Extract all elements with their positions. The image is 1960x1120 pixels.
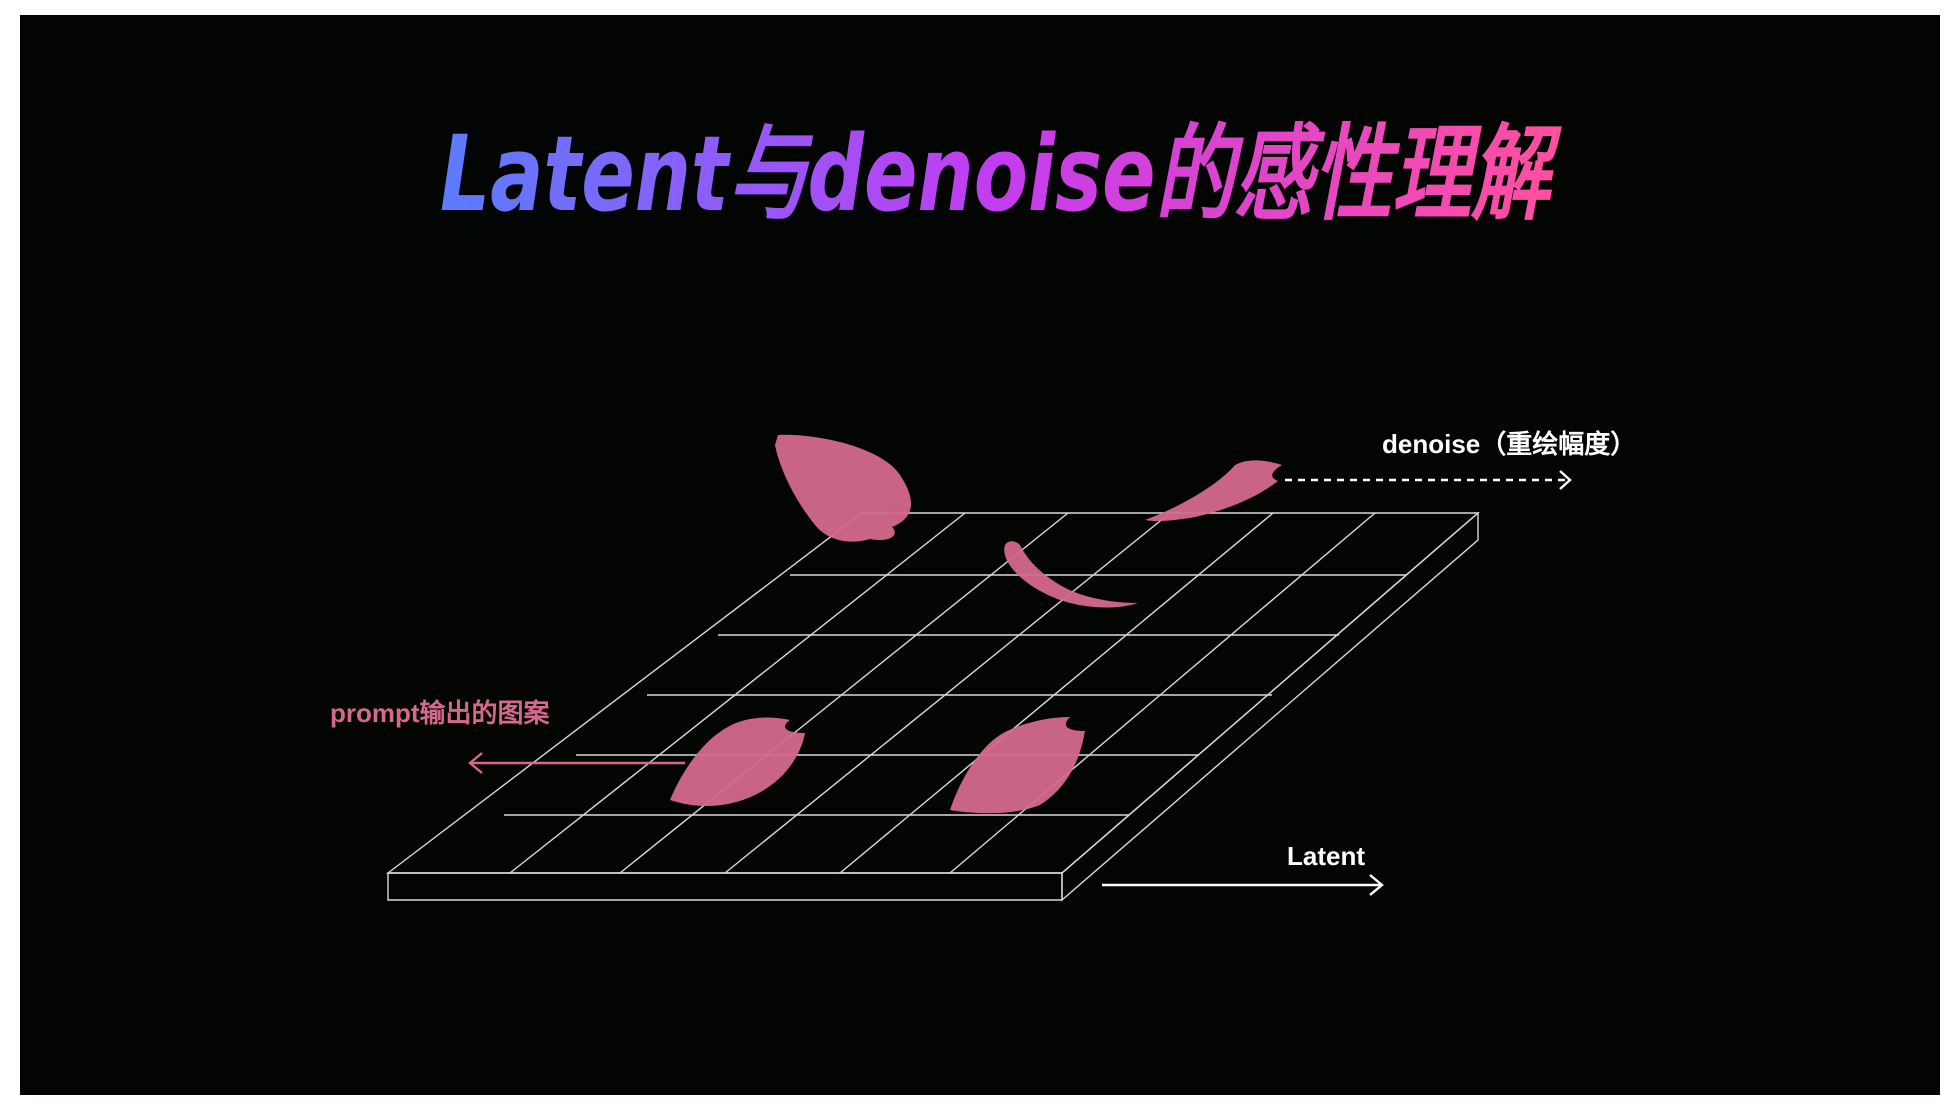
- denoise-label: denoise（重绘幅度）: [1382, 429, 1636, 459]
- page-title: Latent与denoise的感性理解: [440, 113, 1562, 235]
- slide-background: Latent与denoise的感性理解: [20, 15, 1940, 1095]
- latent-arrow: [1102, 874, 1384, 896]
- arrow-right-icon: [1369, 874, 1384, 896]
- grid-line: [724, 512, 1171, 874]
- grid-line: [949, 512, 1376, 874]
- petal-icon: [1145, 460, 1282, 522]
- latent-label: Latent: [1287, 841, 1365, 871]
- latent-denoise-diagram: Latent与denoise的感性理解: [330, 113, 1636, 902]
- grid-top-face: [385, 512, 1480, 874]
- prompt-arrow: [468, 752, 685, 774]
- grid-right-face: [1061, 511, 1479, 902]
- arrow-left-icon: [468, 752, 483, 774]
- petal-icon: [775, 434, 912, 542]
- petal-icon: [1004, 541, 1138, 608]
- latent-grid: [385, 511, 1480, 902]
- petal-icon: [670, 717, 805, 807]
- petal-icon: [950, 717, 1085, 814]
- petals: [670, 434, 1282, 814]
- grid-front-face: [387, 872, 1063, 901]
- grid-line: [509, 512, 966, 874]
- grid-line: [619, 512, 1069, 874]
- grid-line: [839, 512, 1274, 874]
- denoise-arrow: [1285, 470, 1572, 490]
- prompt-label: prompt输出的图案: [330, 698, 551, 728]
- arrow-right-icon: [1559, 470, 1572, 490]
